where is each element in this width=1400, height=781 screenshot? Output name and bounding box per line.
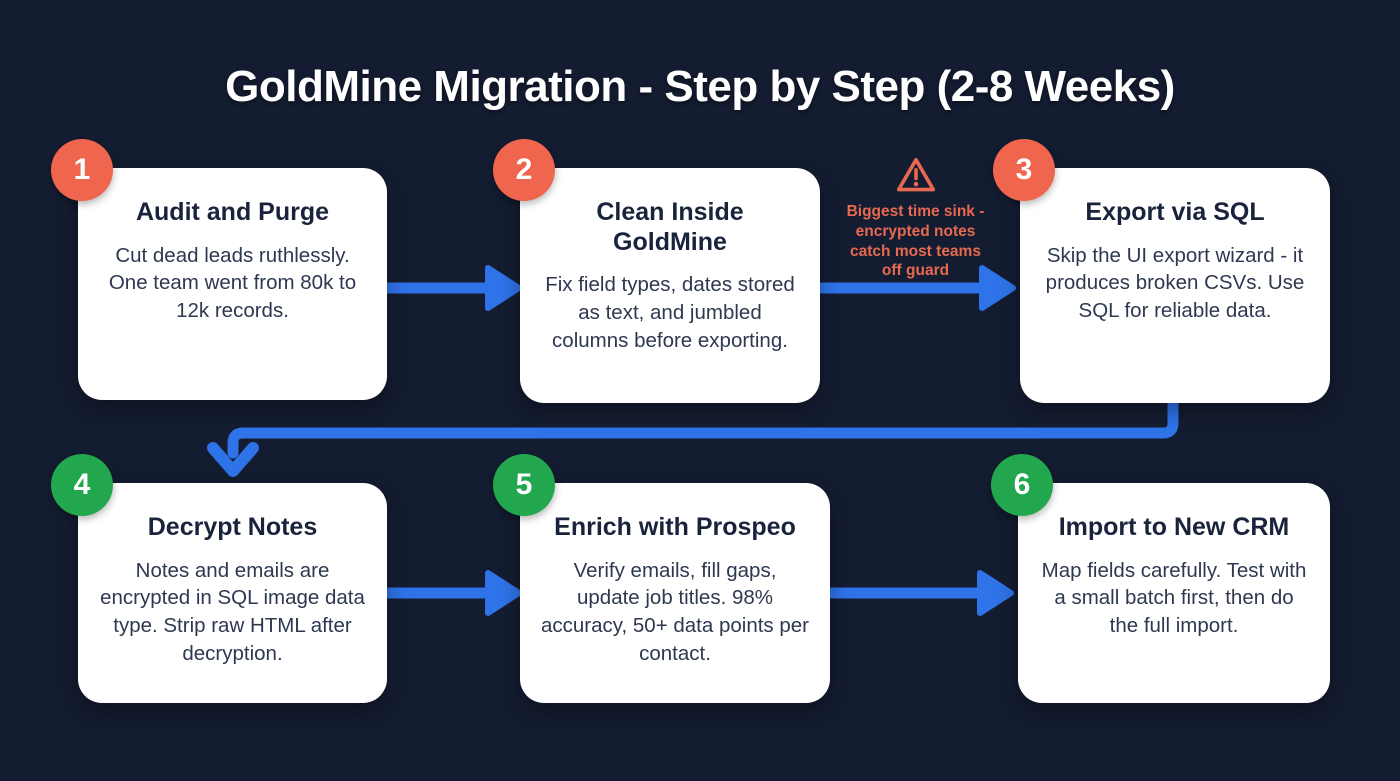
- step-5-badge: 5: [493, 454, 555, 516]
- warning-triangle-icon: [896, 157, 935, 192]
- step-card-3: 3 Export via SQL Skip the UI export wiza…: [993, 139, 1330, 403]
- step-title: Audit and Purge: [135, 198, 330, 226]
- step-number: 2: [515, 153, 533, 186]
- step-card-2: 2 Clean Inside GoldMine Fix field types,…: [493, 139, 820, 403]
- step-number: 5: [515, 468, 533, 501]
- step-card-5: 5 Enrich with Prospeo Verify emails, fil…: [493, 454, 830, 703]
- step-card-6: 6 Import to New CRM Map fields carefully…: [991, 454, 1330, 703]
- step-body: Notes and emails are encrypted in SQL im…: [100, 558, 365, 666]
- warning-text: Biggest time sink - encrypted notes catc…: [846, 203, 985, 280]
- step-body: Cut dead leads ruthlessly. One team went…: [108, 243, 357, 323]
- step-2-badge: 2: [493, 139, 555, 201]
- step-title: Import to New CRM: [1058, 513, 1290, 541]
- step-title: Decrypt Notes: [147, 513, 318, 541]
- step-6-badge: 6: [991, 454, 1053, 516]
- step-1-badge: 1: [51, 139, 113, 201]
- step-number: 1: [73, 153, 91, 186]
- step-body: Verify emails, fill gaps, update job tit…: [541, 558, 809, 666]
- step-body: Fix field types, dates stored as text, a…: [545, 273, 795, 352]
- step-3-badge: 3: [993, 139, 1055, 201]
- step-number: 4: [73, 468, 91, 501]
- step-title: Clean Inside GoldMine: [596, 198, 744, 256]
- step-card-1: 1 Audit and Purge Cut dead leads ruthles…: [51, 139, 387, 400]
- step-body: Map fields carefully. Test with a small …: [1041, 558, 1307, 638]
- step-4-badge: 4: [51, 454, 113, 516]
- warning-note: Biggest time sink - encrypted notes catc…: [818, 156, 1013, 281]
- step-card-4: 4 Decrypt Notes Notes and emails are enc…: [51, 454, 387, 703]
- arrow-step1-to-step2: [382, 265, 522, 311]
- step-number: 6: [1013, 468, 1031, 501]
- step-body: Skip the UI export wizard - it produces …: [1045, 243, 1305, 323]
- step-number: 3: [1015, 153, 1033, 186]
- arrow-step5-to-step6: [826, 570, 1014, 616]
- step-title: Enrich with Prospeo: [554, 513, 796, 541]
- arrow-step4-to-step5: [382, 570, 522, 616]
- page-title: GoldMine Migration - Step by Step (2-8 W…: [225, 62, 1175, 111]
- step-title: Export via SQL: [1085, 198, 1265, 226]
